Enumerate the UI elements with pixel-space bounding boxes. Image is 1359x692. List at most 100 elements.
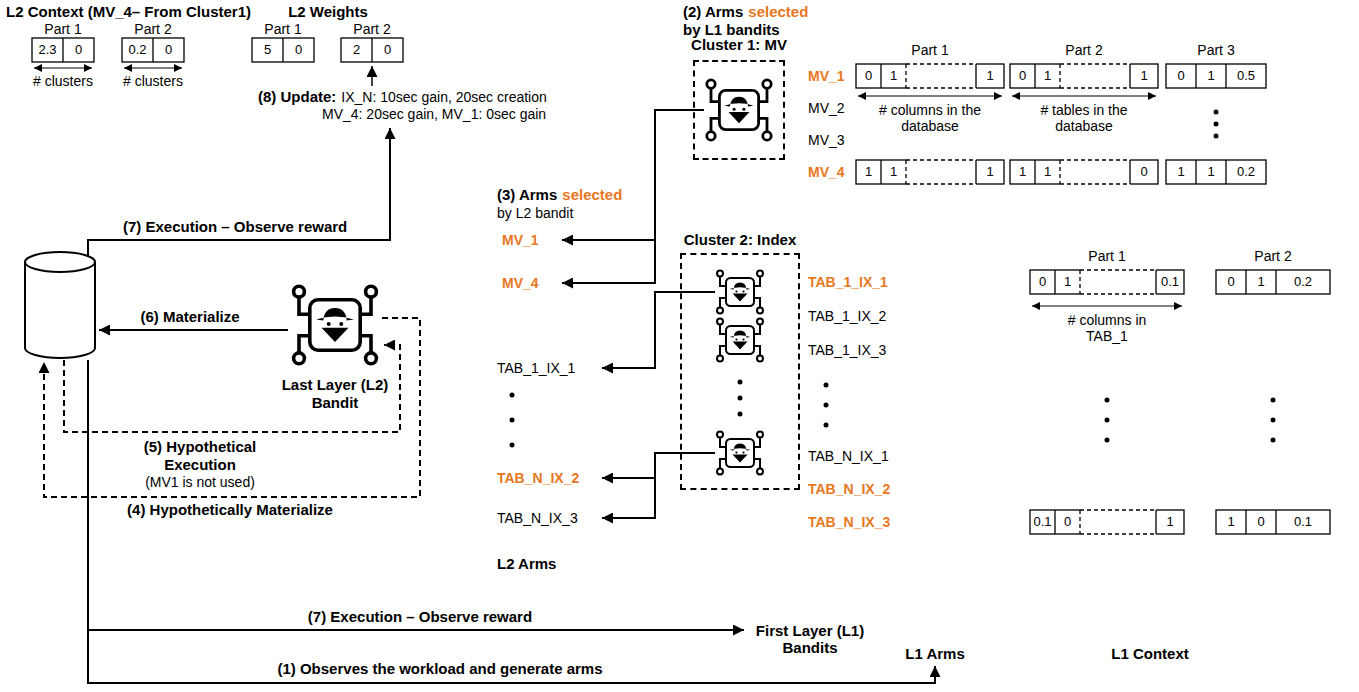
- vector-cell-value: 1: [1019, 165, 1026, 180]
- arm-selection-arrow: [562, 239, 655, 241]
- node-heading: Cluster 2: Index: [670, 231, 810, 249]
- vector-cell-value: 0: [1140, 165, 1147, 180]
- vector-cell-value: 0: [75, 43, 82, 58]
- vector-box: [252, 38, 314, 62]
- cell-divider: [1225, 64, 1226, 88]
- selected-arm-name: TAB_1_IX_1: [808, 274, 888, 290]
- cell-divider: [1155, 270, 1156, 294]
- cell-divider: [1195, 64, 1196, 88]
- step-label: L2 Arms: [497, 555, 556, 572]
- cell-divider: [1129, 64, 1130, 88]
- vector-cell-value: 0: [165, 43, 172, 58]
- step-label: (6) Materialize: [140, 308, 239, 325]
- vector-box: [1166, 64, 1266, 88]
- cell-divider: [1155, 510, 1156, 534]
- part-label: Part 2: [353, 21, 390, 37]
- dashed-edge: [906, 183, 976, 184]
- vector-cell-value: 0.2: [1237, 165, 1255, 180]
- bandit-node: Last Layer (L2) Bandit: [270, 280, 400, 412]
- part-label: Part 1: [1088, 248, 1125, 264]
- vector-cell-value: 1: [1044, 69, 1051, 84]
- vector-cell-value: 2.3: [38, 43, 56, 58]
- selected-arm-name: TAB_N_IX_2: [497, 470, 579, 486]
- cell-divider: [1034, 160, 1035, 184]
- step-label: First Layer (L1) Bandits: [748, 622, 873, 657]
- vector-box: [1010, 160, 1158, 184]
- cell-divider: [371, 38, 372, 62]
- vector-cell-value: 1: [1044, 165, 1051, 180]
- vector-box: [1030, 270, 1184, 294]
- arm-name: TAB_1_IX_2: [808, 308, 886, 324]
- dimension-arrow: [34, 67, 92, 68]
- arm-selection-arrow: [602, 292, 715, 368]
- vector-cell-value: 1: [890, 165, 897, 180]
- node-heading: Last Layer (L2) Bandit: [270, 376, 400, 412]
- part-label: Part 1: [264, 21, 301, 37]
- step-label: L1 Context: [1111, 645, 1189, 662]
- hypothetical-materialize-arrow: [44, 318, 420, 497]
- vector-box: [1166, 160, 1266, 184]
- vector-cell-value: 0: [295, 43, 302, 58]
- selected-arm-name: MV_1: [808, 68, 845, 84]
- cell-divider: [880, 64, 881, 88]
- vector-cell-value: 1: [1140, 69, 1147, 84]
- part-label: Part 1: [44, 21, 81, 37]
- dashed-divider: [1079, 510, 1080, 534]
- selected-arm-name: MV_4: [502, 275, 539, 291]
- dashed-edge: [1060, 87, 1130, 88]
- part-label: Part 2: [1065, 42, 1102, 58]
- dashed-edge: [906, 63, 976, 64]
- vector-cell-value: 0.2: [1294, 275, 1312, 290]
- cell-divider: [1195, 160, 1196, 184]
- cell-divider: [152, 38, 153, 62]
- cell-divider: [975, 160, 976, 184]
- reward-arrow: [88, 128, 390, 256]
- gap-mask: [1060, 159, 1130, 162]
- update-arrow: [371, 66, 373, 86]
- step-label: (1) Observes the workload and generate a…: [277, 660, 602, 677]
- gap-mask: [1060, 87, 1130, 90]
- cell-divider: [880, 160, 881, 184]
- vector-box: [1010, 64, 1158, 88]
- arm-selection-arrow: [602, 477, 655, 479]
- vector-box: [1216, 270, 1330, 294]
- dashed-divider: [1079, 270, 1080, 294]
- note-text: (MV1 is not used): [145, 474, 255, 490]
- vector-cell-value: 0: [1064, 515, 1071, 530]
- vector-cell-value: 0: [1177, 69, 1184, 84]
- flow-arrows: [44, 66, 935, 683]
- step-label: Execution: [164, 456, 236, 473]
- dashed-edge: [1080, 533, 1156, 534]
- section-title: L2 Weights: [288, 3, 368, 20]
- vector-cell-value: 1: [1257, 275, 1264, 290]
- vector-cell-value: 2: [353, 43, 360, 58]
- selected-arm-name: MV_1: [502, 232, 539, 248]
- cell-divider: [1054, 510, 1055, 534]
- dimension-arrow: [124, 67, 182, 68]
- dashed-edge: [1060, 183, 1130, 184]
- l1-bandit-icon: [717, 271, 763, 314]
- selected-arm-name: TAB_N_IX_2: [808, 481, 890, 497]
- l1-bandit-icon: [717, 432, 763, 475]
- dashed-edge: [1080, 269, 1156, 270]
- arm-name: MV_3: [808, 132, 845, 148]
- dimension-arrows: [34, 68, 1182, 306]
- vector-cell-value: 1: [1207, 165, 1214, 180]
- cell-divider: [975, 64, 976, 88]
- arm-name: TAB_1_IX_1: [497, 360, 575, 376]
- cell-divider: [282, 38, 283, 62]
- vector-cell-value: 1: [890, 69, 897, 84]
- part-label: # columns in TAB_1: [1051, 312, 1163, 344]
- vector-box: [856, 160, 1004, 184]
- gap-mask: [1080, 293, 1156, 296]
- part-label: Part 1: [911, 42, 948, 58]
- vector-box: [341, 38, 403, 62]
- arm-name: TAB_N_IX_1: [808, 448, 889, 464]
- step-label: (7) Execution – Observe reward: [123, 218, 347, 235]
- dashed-divider: [1059, 64, 1060, 88]
- materialize-arrow: [99, 329, 288, 331]
- vector-cell-value: 1: [1166, 515, 1173, 530]
- gap-mask: [906, 159, 976, 162]
- part-label: # columns in the database: [874, 102, 986, 134]
